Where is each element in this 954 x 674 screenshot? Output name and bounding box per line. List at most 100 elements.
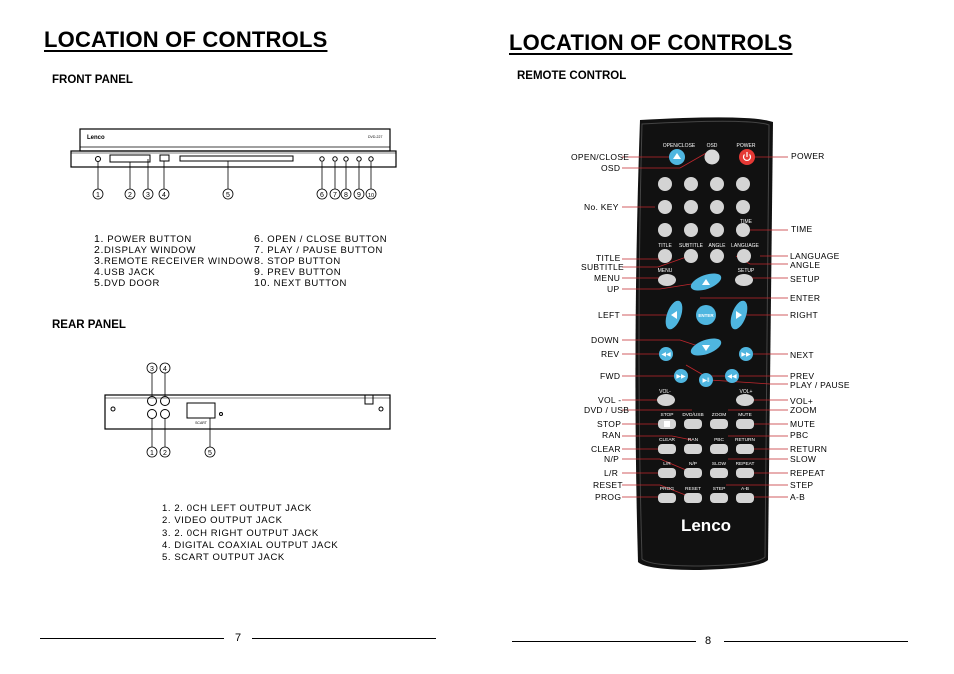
btn-label-power: POWER <box>737 143 756 149</box>
prev-icon: ◀◀ <box>727 374 737 380</box>
left-footer-rule-left <box>40 638 224 639</box>
list-item: 6. OPEN / CLOSE BUTTON <box>254 233 388 246</box>
down-arrow-icon <box>702 345 710 351</box>
btn-label-vol-plus: VOL+ <box>740 389 753 395</box>
right-page-title: LOCATION OF CONTROLS <box>509 30 793 55</box>
lr-button <box>658 468 676 478</box>
next-button <box>739 347 753 361</box>
rear-callout-5: 5 <box>208 450 212 457</box>
btn-label-mute: MUTE <box>738 412 752 418</box>
callout-left: LEFT <box>598 310 620 320</box>
front-panel-heading: FRONT PANEL <box>52 74 133 86</box>
btn-label-repeat: REPEAT <box>736 461 755 467</box>
rear-panel-heading: REAR PANEL <box>52 319 126 331</box>
callout-language: LANGUAGE <box>790 251 840 261</box>
btn-label-subtitle: SUBTITLE <box>679 243 704 249</box>
right-footer-rule-right <box>724 641 908 642</box>
callout-vol-minus: VOL - <box>598 395 622 405</box>
list-item: 10. NEXT BUTTON <box>254 277 347 290</box>
fwd-button <box>674 369 688 383</box>
left-page-number: 7 <box>235 632 242 644</box>
list-item: 4. DIGITAL COAXIAL OUTPUT JACK <box>162 539 339 551</box>
callout-prog: PROG <box>595 492 622 502</box>
callout-dvd-usb: DVD / USB <box>584 405 630 415</box>
step-button <box>710 493 728 503</box>
btn-label-lr: L/R <box>663 461 671 467</box>
callout-fwd: FWD <box>600 371 621 381</box>
list-item: 5. SCART OUTPUT JACK <box>162 552 285 564</box>
btn-label-enter: ENTER <box>698 313 714 318</box>
play-pause-button <box>699 373 713 387</box>
next-icon: ▶▶ <box>741 352 751 358</box>
np-button <box>684 468 702 478</box>
btn-label-stop: STOP <box>661 412 674 418</box>
btn-label-menu: MENU <box>658 268 673 274</box>
front-callout-3: 3 <box>146 192 150 199</box>
btn-label-dvd-usb: DVD/USB <box>682 412 703 418</box>
list-item: 7. PLAY / PAUSE BUTTON <box>254 244 383 257</box>
callout-mute: MUTE <box>790 419 816 429</box>
rear-callout-1: 1 <box>150 450 154 457</box>
callout-clear: CLEAR <box>591 444 621 454</box>
callout-subtitle: SUBTITLE <box>581 262 625 272</box>
rev-button <box>659 347 673 361</box>
callout-stop: STOP <box>597 419 622 429</box>
remote-brand-logo: Lenco <box>681 516 731 535</box>
play-pause-icon: ▶‖ <box>702 378 709 384</box>
front-callout-7: 7 <box>333 192 337 199</box>
callout-slow: SLOW <box>790 454 817 464</box>
front-callout-5: 5 <box>226 192 230 199</box>
callout-np: N/P <box>604 454 620 464</box>
callout-vol-plus: VOL+ <box>790 396 814 406</box>
callout-return: RETURN <box>790 444 828 454</box>
callout-title: TITLE <box>596 253 621 263</box>
callout-prev: PREV <box>790 371 815 381</box>
callout-power: POWER <box>791 151 825 161</box>
callout-pbc: PBC <box>790 430 809 440</box>
list-item: 5.DVD DOOR <box>94 277 160 290</box>
number-keypad <box>658 177 750 237</box>
front-callout-6: 6 <box>320 192 324 199</box>
btn-label-clear: CLEAR <box>659 437 676 443</box>
title-button <box>658 249 672 263</box>
ran-button <box>684 444 702 454</box>
front-callout-4: 4 <box>162 192 166 199</box>
callout-up: UP <box>607 284 620 294</box>
callout-next: NEXT <box>790 350 814 360</box>
callout-ran: RAN <box>602 430 621 440</box>
callout-right: RIGHT <box>790 310 818 320</box>
btn-label-angle: ANGLE <box>709 243 727 249</box>
enter-button <box>696 305 716 325</box>
rear-callout-3: 3 <box>150 366 154 373</box>
callout-menu: MENU <box>594 273 621 283</box>
btn-label-pbc: PBC <box>714 437 724 443</box>
prev-button <box>725 369 739 383</box>
btn-label-zoom: ZOOM <box>712 412 726 418</box>
left-arrow-icon <box>671 311 677 319</box>
btn-label-open-close: OPEN/CLOSE <box>663 143 696 149</box>
power-icon <box>742 152 752 161</box>
list-item: 9. PREV BUTTON <box>254 266 342 279</box>
front-callout-2: 2 <box>128 192 132 199</box>
callout-ab: A-B <box>790 492 806 502</box>
btn-label-ran: RAN <box>688 437 699 443</box>
callout-step: STEP <box>790 480 814 490</box>
return-button <box>736 444 754 454</box>
ab-button <box>736 493 754 503</box>
callout-lr: L/R <box>604 468 619 478</box>
btn-label-time: TIME <box>740 219 753 225</box>
scart-label: SCART <box>195 421 208 425</box>
front-panel-diagram: Lenco DVD-227 1 2 3 4 5 6 7 8 9 10 <box>70 128 397 200</box>
callout-open-close: OPEN/CLOSE <box>571 152 630 162</box>
callout-no-key: No. KEY <box>584 202 619 212</box>
rear-panel-list: 1. 2. 0CH LEFT OUTPUT JACK 2. VIDEO OUTP… <box>162 503 338 564</box>
callout-reset: RESET <box>593 480 623 490</box>
clear-button <box>658 444 676 454</box>
btn-label-reset: RESET <box>685 486 701 492</box>
callout-repeat: REPEAT <box>790 468 826 478</box>
callout-zoom: ZOOM <box>790 405 817 415</box>
zoom-button <box>710 419 728 429</box>
rear-panel-diagram: SCART 3 4 1 2 5 <box>104 362 391 458</box>
right-footer-rule-left <box>512 641 696 642</box>
front-model-text: DVD-227 <box>368 135 382 139</box>
